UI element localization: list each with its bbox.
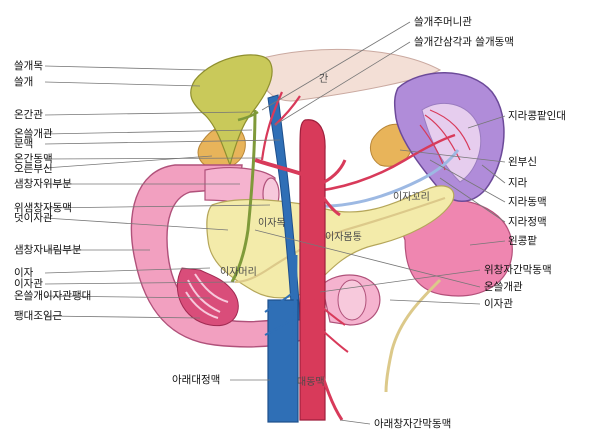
superior-mesenteric-artery bbox=[310, 254, 322, 361]
cystic-duct bbox=[237, 110, 259, 122]
duodenal-fold-lines bbox=[185, 273, 229, 319]
label-gastroduodenal-artery: 위샘창자동맥 bbox=[14, 202, 72, 214]
label-splenorenal-ligament: 지라콩팥인대 bbox=[508, 110, 566, 122]
label-pancreas-tail: 이자꼬리 bbox=[393, 192, 430, 203]
common-bile-duct bbox=[230, 109, 257, 283]
label-portal-vein: 문맥 bbox=[14, 138, 34, 150]
label-cystohepatic-triangle: 쓸개간삼각과 쓸개동맥 bbox=[414, 36, 514, 48]
label-common-hepatic-artery: 온간동맥 bbox=[14, 153, 53, 165]
label-ampulla: 온쓸개이자관팽대 bbox=[14, 290, 92, 302]
celiac-branches bbox=[316, 159, 347, 217]
label-common-hepatic-duct: 온간관 bbox=[14, 109, 43, 121]
splenic-artery bbox=[304, 133, 456, 194]
gallbladder bbox=[190, 54, 273, 167]
inferior-mesenteric-artery bbox=[316, 359, 344, 421]
label-aorta: 대동맥 bbox=[297, 377, 325, 388]
label-duodenum-superior: 샘창자위부분 bbox=[14, 178, 72, 190]
label-gallbladder: 쓸개 bbox=[14, 76, 34, 88]
label-common-bile-duct: 온쓸개관 bbox=[14, 128, 53, 140]
common-hepatic-artery bbox=[254, 158, 306, 177]
label-right-adrenal: 오른부신 bbox=[14, 163, 53, 175]
label-pancreas-head: 이자머리 bbox=[220, 267, 257, 278]
label-pancreas: 이자 bbox=[14, 267, 34, 279]
label-cystic-duct: 쓸개주머니관 bbox=[414, 16, 472, 28]
label-pancreas-body: 이자몸통 bbox=[325, 232, 362, 243]
label-splenic-vein: 지라정맥 bbox=[508, 216, 547, 228]
label-pancreatic-duct-left: 이자관 bbox=[14, 278, 43, 290]
leader-lines bbox=[44, 21, 506, 425]
label-left-kidney: 왼콩팥 bbox=[508, 235, 537, 247]
label-common-bile-duct-right: 온쓸개관 bbox=[484, 281, 523, 293]
label-pancreas-neck: 이자목 bbox=[258, 218, 286, 229]
label-inferior-mesenteric-artery: 아래창자간막동맥 bbox=[374, 418, 452, 430]
left-ureter bbox=[384, 278, 442, 393]
label-superior-mesenteric-artery: 위창자간막동맥 bbox=[484, 264, 552, 276]
label-liver: 간 bbox=[319, 74, 329, 85]
label-splenic-artery: 지라동맥 bbox=[508, 196, 547, 208]
label-accessory-pancreatic-duct: 덧이자관 bbox=[14, 212, 53, 224]
label-sphincter: 팽대조임근 bbox=[14, 310, 63, 322]
mesenteric-branches bbox=[264, 289, 349, 353]
label-inferior-vena-cava: 아래대정맥 bbox=[172, 374, 221, 386]
label-spleen: 지라 bbox=[508, 177, 528, 189]
label-left-adrenal: 왼부신 bbox=[508, 156, 537, 168]
label-gallbladder-neck: 쓸개목 bbox=[14, 60, 43, 72]
hepatic-artery-branches bbox=[260, 91, 301, 161]
colon-cut-end bbox=[337, 279, 367, 321]
label-duodenum-descending: 샘창자내림부분 bbox=[14, 244, 82, 256]
label-pancreatic-duct-right: 이자관 bbox=[484, 298, 513, 310]
superior-mesenteric-vein bbox=[290, 254, 298, 361]
